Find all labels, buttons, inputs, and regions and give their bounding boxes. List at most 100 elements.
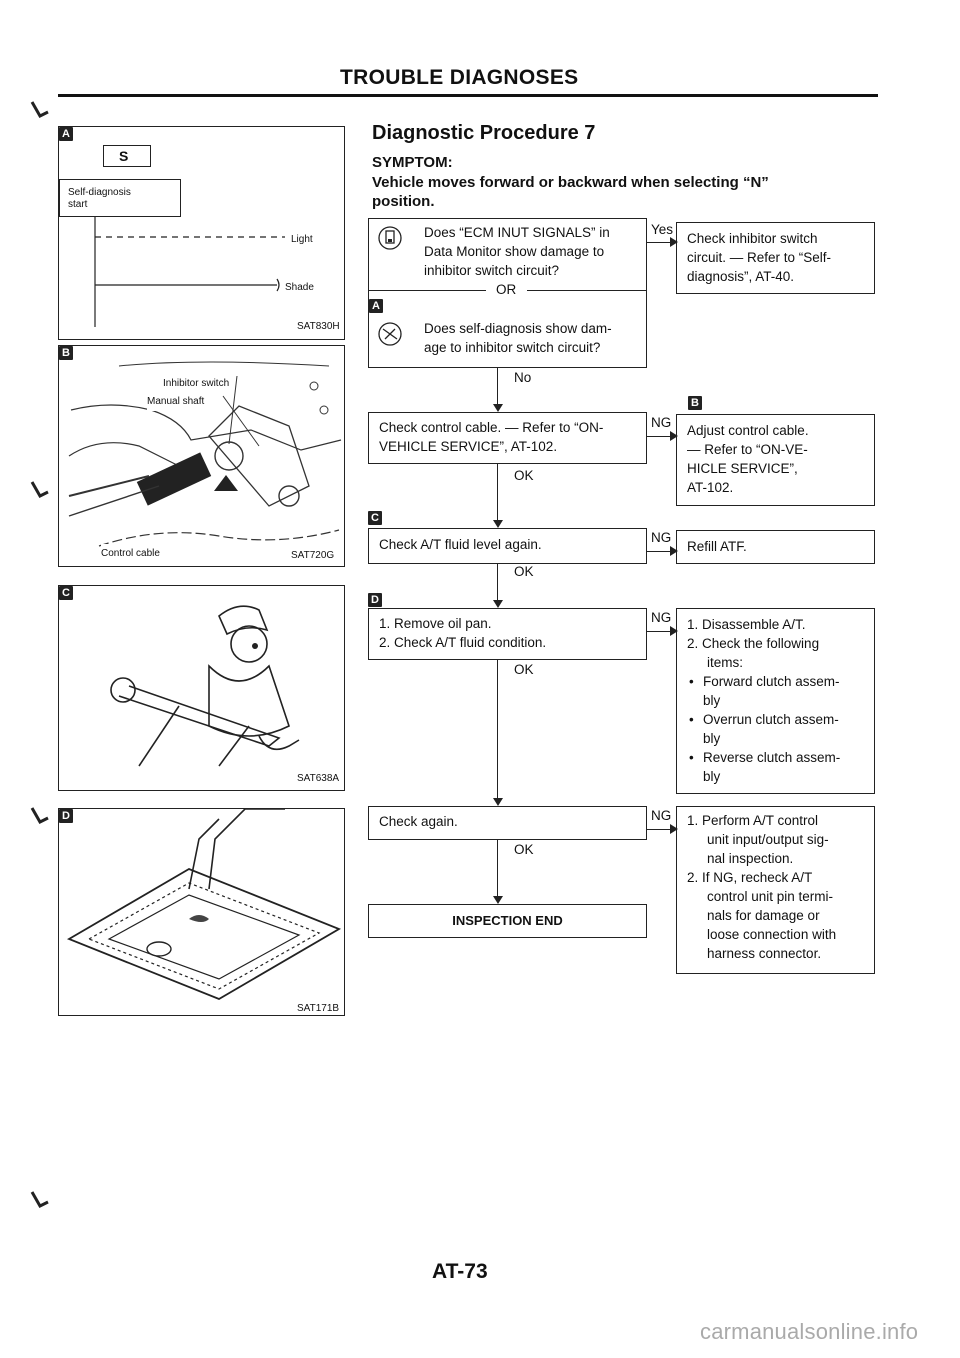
result-4-line-3: items: xyxy=(707,655,744,670)
result-box-2: Adjust control cable. — Refer to “ON-VE-… xyxy=(676,414,875,506)
margin-marks xyxy=(30,101,49,1208)
step-4-line-1: 1. Remove oil pan. xyxy=(379,616,492,631)
question-1-line-2: Data Monitor show damage to xyxy=(424,244,605,259)
page-title: TROUBLE DIAGNOSES xyxy=(340,66,579,89)
result-4-bullet-2b: bly xyxy=(703,731,721,746)
step-5-text: Check again. xyxy=(379,814,458,829)
marker-a: A xyxy=(59,127,73,141)
step-check-again: Check again. xyxy=(368,806,647,840)
step-3-text: Check A/T fluid level again. xyxy=(379,537,542,552)
s-label: S xyxy=(119,148,129,164)
no-label: No xyxy=(514,370,532,385)
flow-connector xyxy=(497,660,498,804)
shade-label: Shade xyxy=(285,282,314,293)
marker-b: B xyxy=(688,396,702,410)
step-2-line-1: Check control cable. — Refer to “ON- xyxy=(379,420,604,435)
arrow-head-icon xyxy=(670,546,678,556)
marker-a: A xyxy=(369,299,383,313)
self-diagnosis-start-box: Self-diagnosis start xyxy=(59,179,181,217)
self-diagnosis-icon xyxy=(378,322,402,346)
symptom-text-2: position. xyxy=(372,193,435,210)
yes-label: Yes xyxy=(651,222,674,237)
result-5-line-1: 1. Perform A/T control xyxy=(687,813,819,828)
question-1-line-3: inhibitor switch circuit? xyxy=(424,263,560,278)
result-5-line-8: harness connector. xyxy=(707,946,822,961)
result-2-line-3: HICLE SERVICE”, xyxy=(687,461,798,476)
arrow-down-icon xyxy=(493,404,503,412)
arrow-down-icon xyxy=(493,520,503,528)
or-divider-right xyxy=(527,290,646,291)
question-1-line-1: Does “ECM INUT SIGNALS” in xyxy=(424,225,610,240)
figure-code: SAT830H xyxy=(297,321,340,332)
ng-arrow xyxy=(647,631,675,632)
result-4-bullet-2a: Overrun clutch assem- xyxy=(703,712,839,727)
s-mode-box: S xyxy=(103,145,151,167)
result-box-4: 1. Disassemble A/T. 2. Check the followi… xyxy=(676,608,875,794)
result-3-text: Refill ATF. xyxy=(687,539,747,554)
result-1-line-3: diagnosis”, AT-40. xyxy=(687,269,795,284)
figure-d: D SAT171B xyxy=(58,808,345,1016)
result-5-line-4: 2. If NG, recheck A/T xyxy=(687,870,813,885)
inhibitor-switch-label: Inhibitor switch xyxy=(163,374,230,393)
flow-connector xyxy=(497,368,498,410)
figure-code: SAT720G xyxy=(291,546,335,565)
result-2-line-1: Adjust control cable. xyxy=(687,423,809,438)
consult-tester-icon xyxy=(378,226,402,250)
figure-code: SAT171B xyxy=(297,1003,340,1014)
self-diag-label-1: Self-diagnosis xyxy=(68,187,131,198)
symptom-text-1: Vehicle moves forward or backward when s… xyxy=(372,174,769,191)
ng-label: NG xyxy=(651,415,672,430)
marker-c: C xyxy=(368,511,382,525)
or-divider-left xyxy=(369,290,486,291)
ok-label: OK xyxy=(514,842,534,857)
question-2-line-2: age to inhibitor switch circuit? xyxy=(424,340,601,355)
page-number: AT-73 xyxy=(432,1260,488,1283)
arrow-head-icon xyxy=(670,626,678,636)
step-question-box: Does “ECM INUT SIGNALS” in Data Monitor … xyxy=(368,218,647,368)
ng-arrow xyxy=(647,551,675,552)
flow-connector xyxy=(497,840,498,902)
arrow-head-icon xyxy=(670,824,678,834)
marker-d: D xyxy=(368,593,382,607)
result-1-line-1: Check inhibitor switch xyxy=(687,231,818,246)
header-rule xyxy=(58,94,878,97)
figure-c: C SAT638A xyxy=(58,585,345,791)
result-4-bullet-1b: bly xyxy=(703,693,721,708)
step-2-line-2: VEHICLE SERVICE”, AT-102. xyxy=(379,439,558,454)
result-5-line-6: nals for damage or xyxy=(707,908,820,923)
marker-b: B xyxy=(59,346,73,360)
light-shade-timing-icon xyxy=(94,217,285,327)
result-2-line-2: — Refer to “ON-VE- xyxy=(687,442,808,457)
ng-label: NG xyxy=(651,808,672,823)
figure-b: B Inhibitor switch Manual shaft Control … xyxy=(58,345,345,567)
result-5-line-2: unit input/output sig- xyxy=(707,832,829,847)
figure-a: A S Self-diagnosis start Light Shade SAT… xyxy=(58,126,345,340)
bullet-icon: • xyxy=(689,674,694,689)
or-label: OR xyxy=(496,282,517,297)
ng-label: NG xyxy=(651,530,672,545)
arrow-head-icon xyxy=(670,431,678,441)
step-4-line-2: 2. Check A/T fluid condition. xyxy=(379,635,547,650)
light-label: Light xyxy=(291,234,313,245)
marker-d: D xyxy=(59,809,73,823)
ok-label: OK xyxy=(514,468,534,483)
result-5-line-7: loose connection with xyxy=(707,927,837,942)
bullet-icon: • xyxy=(689,712,694,727)
result-1-line-2: circuit. — Refer to “Self- xyxy=(687,250,832,265)
figure-code: SAT638A xyxy=(297,773,340,784)
flow-connector xyxy=(497,464,498,526)
result-4-line-1: 1. Disassemble A/T. xyxy=(687,617,806,632)
self-diag-label-2: start xyxy=(68,199,88,210)
result-box-1: Check inhibitor switch circuit. — Refer … xyxy=(676,222,875,294)
ng-arrow xyxy=(647,436,675,437)
result-box-5: 1. Perform A/T control unit input/output… xyxy=(676,806,875,974)
yes-arrow xyxy=(647,242,675,243)
result-2-line-4: AT-102. xyxy=(687,480,734,495)
manual-shaft-label: Manual shaft xyxy=(147,392,205,411)
arrow-head-icon xyxy=(670,237,678,247)
ng-label: NG xyxy=(651,610,672,625)
symptom-label: SYMPTOM: xyxy=(372,154,453,171)
result-4-line-2: 2. Check the following xyxy=(687,636,820,651)
procedure-title: Diagnostic Procedure 7 xyxy=(372,122,596,144)
question-2-line-1: Does self-diagnosis show dam- xyxy=(424,321,612,336)
